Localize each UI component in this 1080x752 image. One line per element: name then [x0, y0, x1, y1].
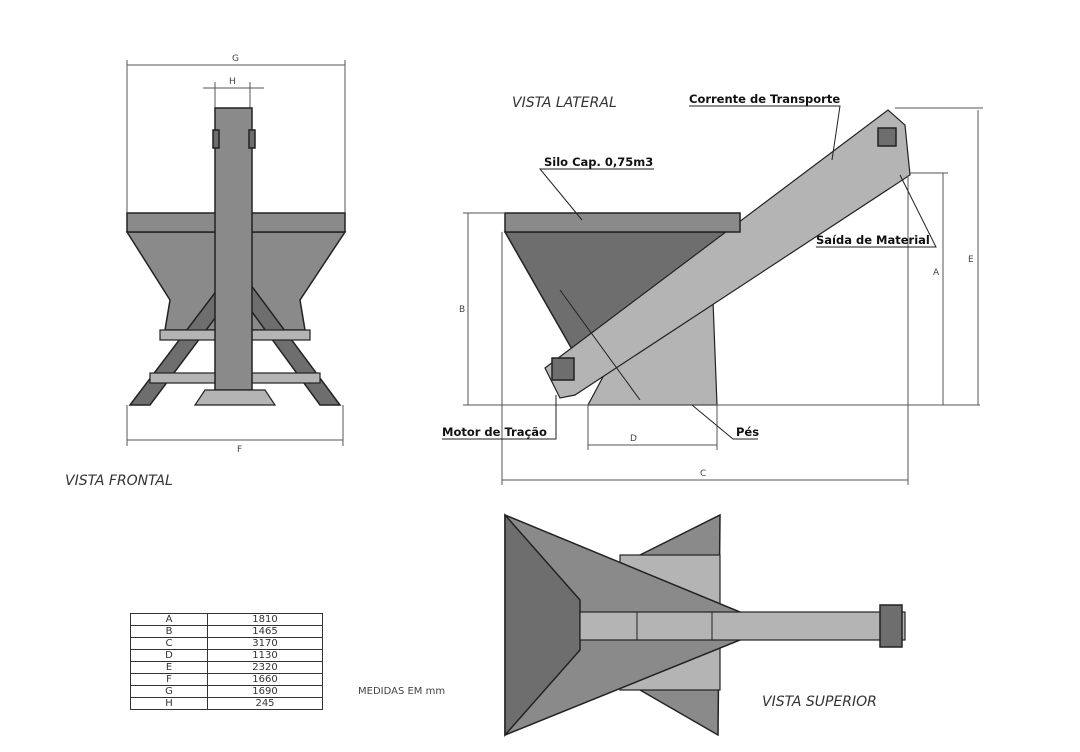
dimension-key: E [130, 661, 208, 674]
dimension-key: H [130, 697, 208, 710]
dimension-key: B [130, 625, 208, 638]
units-note: MEDIDAS EM mm [358, 686, 446, 697]
top-view-title: VISTA SUPERIOR [762, 694, 877, 710]
side-view-title: VISTA LATERAL [512, 95, 617, 111]
dimension-key: A [130, 613, 208, 626]
callout-silo: Silo Cap. 0,75m3 [544, 155, 653, 169]
dimension-value: 1130 [207, 649, 323, 662]
front-view-title: VISTA FRONTAL [65, 473, 173, 489]
dimension-key: F [130, 673, 208, 686]
dim-label-f: F [237, 445, 242, 455]
dimension-value: 1660 [207, 673, 323, 686]
side-view: VISTA LATERAL B A E D C Corrente de Tran… [442, 92, 983, 485]
dim-label-d: D [630, 434, 637, 444]
dimension-key: C [130, 637, 208, 650]
top-view: VISTA SUPERIOR [504, 513, 906, 737]
callout-feet: Pés [736, 425, 759, 439]
callout-outlet: Saída de Material [816, 233, 930, 247]
callout-motor: Motor de Tração [442, 425, 547, 439]
dim-label-c: C [700, 469, 706, 479]
dimension-value: 1690 [207, 685, 323, 698]
front-view: G H F VISTA FRONTAL [65, 54, 347, 489]
dimension-value: 1810 [207, 613, 323, 626]
callout-chain: Corrente de Transporte [689, 92, 840, 106]
dim-label-h: H [229, 77, 236, 87]
dimension-value: 245 [207, 697, 323, 710]
dimension-key: D [130, 649, 208, 662]
dim-label-g: G [232, 54, 239, 64]
dim-label-e: E [968, 255, 974, 265]
dimension-value: 1465 [207, 625, 323, 638]
dim-label-b: B [459, 305, 465, 315]
dimension-key: G [130, 685, 208, 698]
dim-label-a: A [933, 268, 940, 278]
dimension-value: 3170 [207, 637, 323, 650]
dimension-value: 2320 [207, 661, 323, 674]
